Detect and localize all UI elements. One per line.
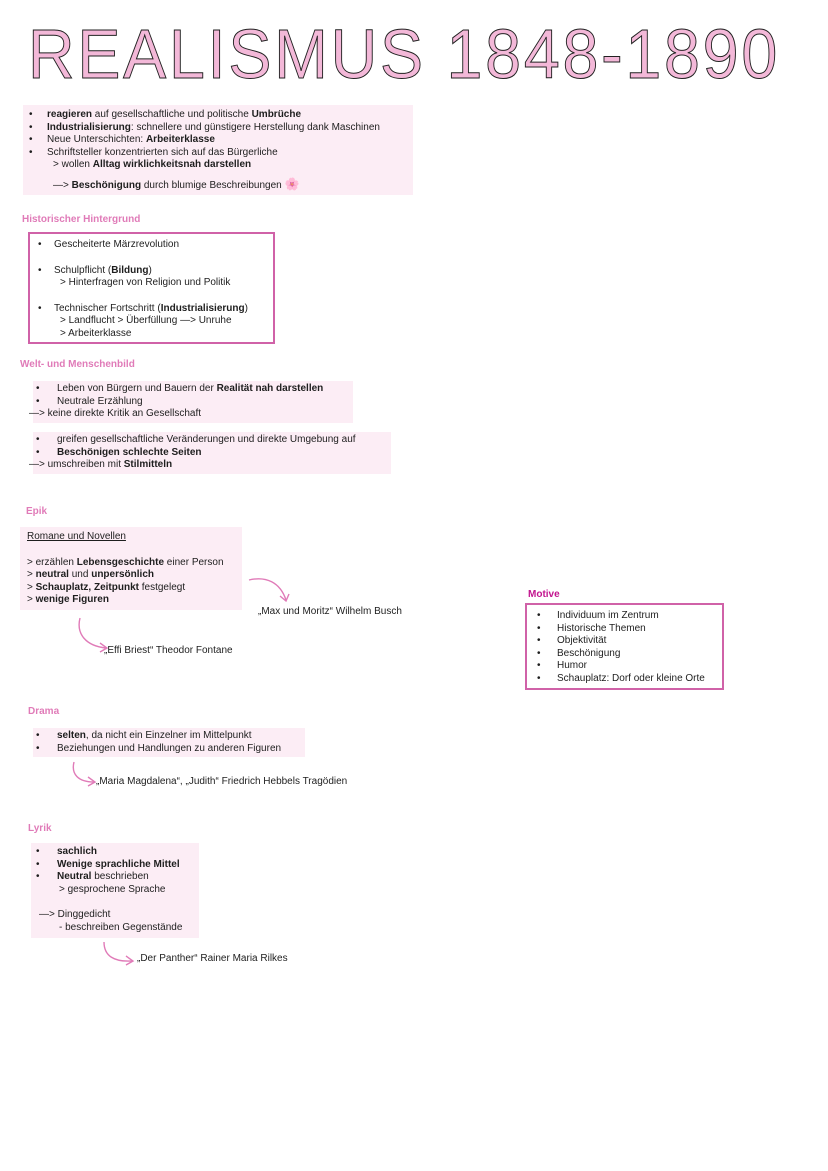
lyrik-l3-bold: Neutral <box>57 871 92 883</box>
epik-l1-end: einer Person <box>164 556 224 568</box>
historisch-item-2-end: ) <box>148 264 152 276</box>
arrow-effi-briest <box>78 617 109 653</box>
epik-ref-effi-briest: „Effi Briest“ Theodor Fontane <box>104 645 233 656</box>
intro-sub2-text: durch blumige Beschreibungen <box>141 179 282 191</box>
intro-sub2-bold: Beschönigung <box>71 179 142 191</box>
page-title: REALISMUS 1848-1890 <box>28 15 780 87</box>
motive-box: •Individuum im Zentrum •Historische Them… <box>525 603 724 690</box>
welt-a2-text: Neutrale Erzählung <box>57 395 143 407</box>
motive-item-1: Individuum im Zentrum <box>557 610 659 621</box>
welt-b2-bold: Beschönigen schlechte Seiten <box>57 446 202 458</box>
drama-l1-text: , da nicht ein Einzelner im Mittelpunkt <box>85 730 252 741</box>
motive-item-3: Objektivität <box>557 635 607 647</box>
welt-box-b: •greifen gesellschaftliche Veränderungen… <box>29 432 391 474</box>
drama-l2-text: Beziehungen und Handlungen zu anderen Fi… <box>57 742 282 754</box>
arrow-lyrik <box>103 941 135 966</box>
epik-l4-bold: wenige Figuren <box>35 594 109 606</box>
historisch-item-3-sub2: > Arbeiterklasse <box>60 327 132 339</box>
historisch-item-1: Gescheiterte Märzrevolution <box>54 239 180 250</box>
epik-l4-prefix: > <box>27 594 36 606</box>
arrow-max-moritz <box>248 578 290 603</box>
epik-l1-text: > erzählen <box>27 556 77 568</box>
historisch-item-3-sub1: > Landflucht > Überfüllung —> Unruhe <box>60 315 232 327</box>
epik-l3-bold: Schauplatz, Zeitpunkt <box>35 581 139 593</box>
intro-item-1-bold: reagieren <box>47 109 93 120</box>
welt-b1-text: greifen gesellschaftliche Veränderungen … <box>57 434 356 445</box>
motive-item-2: Historische Themen <box>557 622 646 634</box>
motive-item-4: Beschönigung <box>557 647 621 659</box>
historisch-item-2-bold: Bildung <box>111 264 149 276</box>
lyrik-box: •sachlich •Wenige sprachliche Mittel •Ne… <box>31 843 199 938</box>
historisch-item-3-end: ) <box>244 302 248 314</box>
heading-motive: Motive <box>528 589 560 600</box>
intro-item-1-text: auf gesellschaftliche und politische <box>92 109 252 120</box>
welt-a3-text: —> keine direkte Kritik an Gesellschaft <box>29 408 202 420</box>
flower-icon: 🌸 <box>284 176 300 191</box>
lyrik-l3-text: beschrieben <box>91 871 149 883</box>
epik-l2-prefix: > <box>27 569 36 581</box>
welt-a1-text: Leben von Bürgern und Bauern der <box>57 383 217 394</box>
intro-sub1-bold: Alltag wirklichkeitsnah darstellen <box>92 159 252 171</box>
intro-item-2-text: : schnellere und günstigere Herstellung … <box>130 121 380 133</box>
intro-sub1-prefix: > wollen <box>53 159 93 171</box>
heading-historisch: Historischer Hintergrund <box>22 214 141 225</box>
page-title-text: REALISMUS 1848-1890 <box>28 15 780 86</box>
epik-l2-bold1: neutral <box>35 569 69 581</box>
heading-lyrik: Lyrik <box>28 823 52 834</box>
lyrik-l4-text: —> Dinggedicht <box>39 909 111 921</box>
historisch-box: •Gescheiterte Märzrevolution •Schulpflic… <box>28 232 275 344</box>
heading-welt: Welt- und Menschenbild <box>20 359 135 370</box>
epik-l3-end: festgelegt <box>138 581 186 593</box>
lyrik-l3-sub: > gesprochene Sprache <box>59 883 166 895</box>
welt-b3-bold: Stilmitteln <box>123 459 173 471</box>
epik-l2-text: und <box>68 569 92 581</box>
intro-item-3-bold: Arbeiterklasse <box>145 134 215 146</box>
intro-item-4-text: Schriftsteller konzentrierten sich auf d… <box>47 146 278 158</box>
drama-box: •selten, da nicht ein Einzelner im Mitte… <box>33 728 305 757</box>
heading-epik: Epik <box>26 506 48 517</box>
epik-l2-bold2: unpersönlich <box>91 569 155 581</box>
drama-ref: „Maria Magdalena“, „Judith“ Friedrich He… <box>96 776 348 787</box>
lyrik-l1-bold: sachlich <box>57 846 98 857</box>
historisch-item-3-text: Technischer Fortschritt ( <box>54 302 161 314</box>
arrow-drama <box>72 761 97 787</box>
welt-b3-text: —> umschreiben mit <box>29 459 124 471</box>
welt-box-a: •Leben von Bürgern und Bauern der Realit… <box>29 381 353 423</box>
welt-a1-bold: Realität nah darstellen <box>216 383 324 394</box>
lyrik-ref: „Der Panther“ Rainer Maria Rilkes <box>137 953 288 964</box>
intro-item-1-bold-end: Umbrüche <box>251 109 302 120</box>
motive-item-6: Schauplatz: Dorf oder kleine Orte <box>557 672 705 684</box>
intro-sub2-prefix: —> <box>53 179 72 191</box>
motive-item-5: Humor <box>557 660 588 672</box>
intro-box: •reagieren auf gesellschaftliche und pol… <box>23 105 413 195</box>
epik-box: Romane und Novellen > erzählen Lebensges… <box>20 527 242 610</box>
intro-item-2-bold: Industrialisierung <box>47 121 131 133</box>
historisch-item-3-bold: Industrialisierung <box>160 302 245 314</box>
epik-l1-bold: Lebensgeschichte <box>76 556 165 568</box>
drama-l1-bold: selten <box>57 730 86 741</box>
heading-drama: Drama <box>28 706 60 717</box>
lyrik-l2-bold: Wenige sprachliche Mittel <box>57 858 180 870</box>
epik-ref-max-moritz: „Max und Moritz“ Wilhelm Busch <box>258 606 402 617</box>
epik-l3-prefix: > <box>27 581 36 593</box>
lyrik-l4-sub: - beschreiben Gegenstände <box>59 921 183 933</box>
intro-item-3-text: Neue Unterschichten: <box>47 134 146 146</box>
historisch-item-2-sub: > Hinterfragen von Religion und Politik <box>60 277 231 289</box>
epik-subheading: Romane und Novellen <box>27 531 126 542</box>
historisch-item-2-text: Schulpflicht ( <box>54 264 112 276</box>
